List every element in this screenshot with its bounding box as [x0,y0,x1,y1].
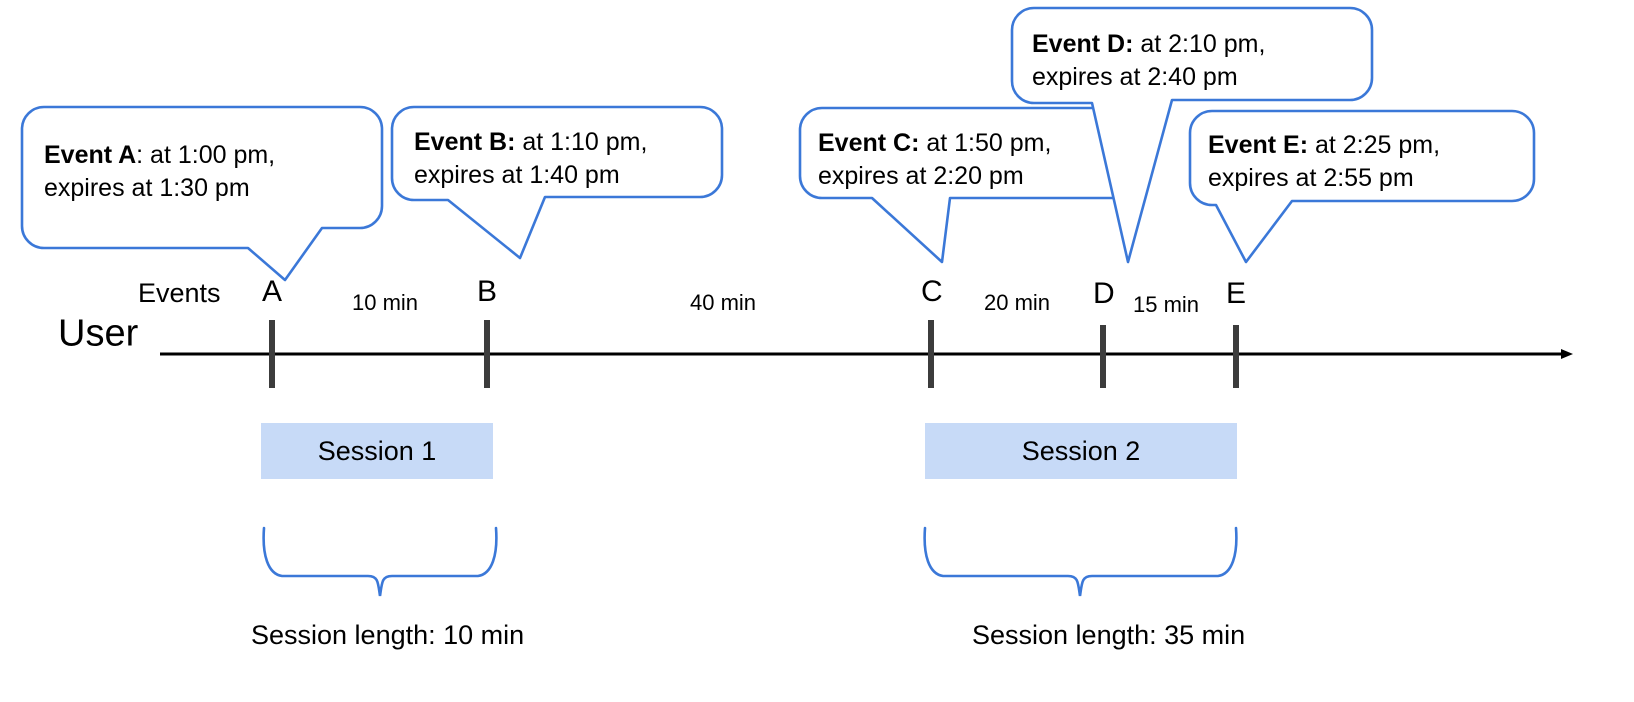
callout-e-lead: Event E: [1208,131,1309,159]
callout-e-text: Event E: at 2:25 pm, expires at 2:55 pm [1208,129,1440,195]
session-caption-1: Session length: 10 min [251,620,525,650]
callout-c-line2: expires at 2:20 pm [818,162,1024,190]
session-caption-2: Session length: 35 min [972,620,1246,650]
callout-c-line1: at 1:50 pm, [919,129,1052,157]
axis-user-label: User [58,312,139,355]
callout-b-bubble [390,105,724,260]
callout-a-bubble [20,105,384,282]
event-letter-e: E [1226,277,1247,310]
callout-e-bubble [1188,109,1536,264]
callout-a-line2: expires at 1:30 pm [44,174,250,202]
axis-events-label: Events [138,278,221,308]
callout-b-line2: expires at 1:40 pm [414,161,620,189]
callout-b-text: Event B: at 1:10 pm, expires at 1:40 pm [414,126,647,192]
gap-label-a-b: 10 min [352,290,419,315]
event-letter-d: D [1093,277,1115,310]
callout-e-line2: expires at 2:55 pm [1208,164,1414,192]
callout-d-text: Event D: at 2:10 pm, expires at 2:40 pm [1032,28,1265,94]
callout-a-lead: Event A [44,141,137,169]
gap-label-d-e: 15 min [1133,292,1200,317]
callout-e-line1: at 2:25 pm, [1308,131,1441,159]
session-bar-1: Session 1 [261,423,493,479]
callout-a-colon: : [136,141,144,169]
callout-d-line1: at 2:10 pm, [1133,30,1266,58]
callout-b-line1: at 1:10 pm, [515,128,648,156]
event-letter-a: A [262,275,283,308]
callout-d-lead: Event D: [1032,30,1134,58]
session-bar-2: Session 2 [925,423,1237,479]
brace-session-2 [923,526,1238,597]
brace-session-1 [262,526,498,597]
callout-b-lead: Event B: [414,128,516,156]
callout-a-line1: at 1:00 pm, [143,141,276,169]
callout-c-text: Event C: at 1:50 pm, expires at 2:20 pm [818,127,1051,193]
event-letter-c: C [921,275,943,308]
callout-c-lead: Event C: [818,129,920,157]
callout-d-line2: expires at 2:40 pm [1032,63,1238,91]
gap-label-b-c: 40 min [690,290,757,315]
gap-label-c-d: 20 min [984,290,1051,315]
callout-d-bubble [1010,6,1374,264]
callout-a-text: Event A: at 1:00 pm, expires at 1:30 pm [44,139,275,205]
event-letter-b: B [477,275,498,308]
